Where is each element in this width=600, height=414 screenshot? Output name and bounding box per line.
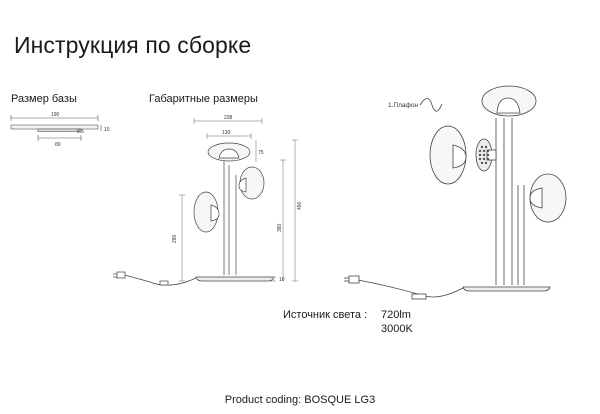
light-lumen-value: 720lm	[381, 309, 411, 321]
base-width-label: 190	[51, 112, 60, 118]
overall-lamp-drawing	[113, 142, 275, 286]
arrow-squiggle-icon	[419, 98, 443, 112]
page-title: Инструкция по сборке	[14, 32, 252, 58]
dim-top-width: 238	[224, 115, 233, 121]
base-size-drawing	[10, 115, 102, 141]
assembly-lamp-drawing	[344, 85, 567, 300]
base-inner-label: 8.5	[77, 129, 84, 135]
dim-shade-height: 75	[258, 150, 264, 156]
dim-mid-height: 380	[277, 223, 283, 232]
light-temperature-value: 3000K	[381, 323, 413, 335]
product-coding: Product coding: BOSQUE LG3	[224, 394, 376, 406]
base-depth-label: 80	[55, 142, 61, 148]
socket-coil-icon	[478, 145, 490, 165]
dim-total-height: 450	[297, 201, 303, 210]
dim-side-height: 290	[172, 234, 178, 243]
dim-base-height: 10	[279, 277, 285, 283]
overall-dims-heading: Габаритные размеры	[149, 93, 258, 105]
assembly-part-label: 1.Плафон	[388, 102, 418, 109]
base-height-label: 10	[104, 127, 110, 133]
dim-shade-width: 130	[222, 130, 231, 136]
base-size-heading: Размер базы	[11, 93, 77, 105]
overall-dimension-lines	[179, 118, 298, 282]
light-source-label: Источник света :	[283, 309, 368, 321]
